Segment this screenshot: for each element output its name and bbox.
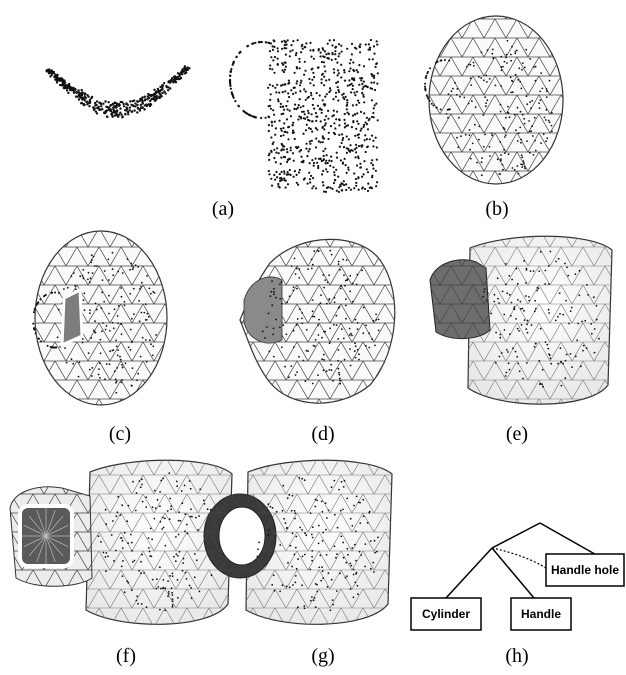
tree-label-handle: Handle [521, 607, 561, 621]
panel-h-part-tree: Handle hole Cylinder Handle [411, 523, 624, 630]
caption-a: (a) [203, 198, 243, 221]
panel-d-deformed-mesh [240, 239, 395, 403]
tree-label-handle-hole: Handle hole [551, 563, 619, 577]
caption-g: (g) [303, 645, 343, 668]
caption-c: (c) [100, 423, 140, 446]
caption-e: (e) [497, 423, 537, 446]
caption-h: (h) [497, 645, 537, 668]
panel-c-ellipsoid-with-patch [32, 231, 167, 405]
caption-b: (b) [477, 198, 517, 221]
caption-d: (d) [303, 423, 343, 446]
panel-b-ellipsoid-mesh [424, 16, 563, 184]
caption-f: (f) [106, 645, 146, 668]
panel-a-mug-pointcloud [229, 39, 379, 193]
panel-f-cylinder-handle-hole [10, 460, 232, 624]
panel-a-banana-pointcloud [45, 65, 190, 118]
tree-label-cylinder: Cylinder [422, 607, 470, 621]
panel-e-cylinder-mesh [430, 236, 612, 404]
